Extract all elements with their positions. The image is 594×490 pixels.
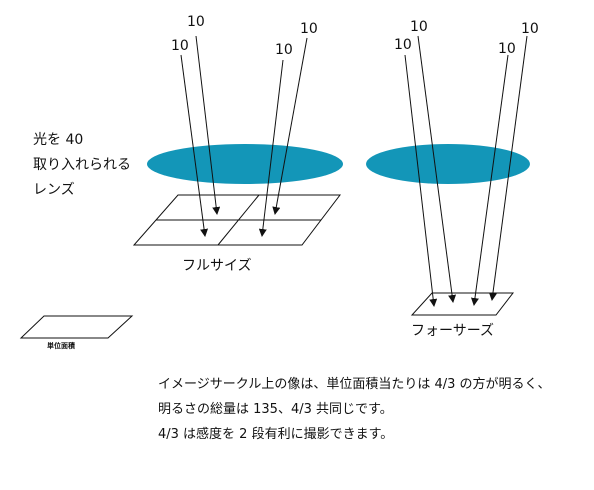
four-thirds-rays (404, 35, 528, 307)
explanation-line: 4/3 は感度を 2 段有利に撮影できます。 (158, 427, 394, 442)
ray-label: 10 (275, 42, 293, 58)
ray-label: 10 (410, 19, 428, 35)
ray-label: 10 (394, 37, 412, 53)
ray-label: 10 (187, 14, 205, 30)
unit-area-label: 単位面積 (47, 342, 75, 350)
ray-label: 10 (300, 21, 318, 37)
lens-caption-line: レンズ (33, 182, 75, 198)
lens-caption-line: 光を 40 (33, 132, 84, 148)
explanation-line: 明るさの総量は 135、4/3 共同じです。 (158, 402, 393, 417)
unit-area-square (19, 315, 134, 339)
explanation-line: イメージサークル上の像は、単位面積当たりは 4/3 の方が明るく、 (158, 377, 551, 392)
lens-caption-line: 取り入れられる (33, 157, 131, 173)
full-size-label: フルサイズ (182, 258, 252, 274)
full-size-sensor (132, 194, 342, 246)
ray-label: 10 (498, 41, 516, 57)
four-thirds-sensor (410, 292, 515, 316)
ray-label: 10 (521, 21, 539, 37)
ray-label: 10 (171, 38, 189, 54)
four-thirds-label: フォーサーズ (411, 323, 495, 339)
full-size-rays (180, 35, 308, 237)
four-thirds-lens (366, 144, 530, 184)
full-size-lens (147, 144, 343, 184)
